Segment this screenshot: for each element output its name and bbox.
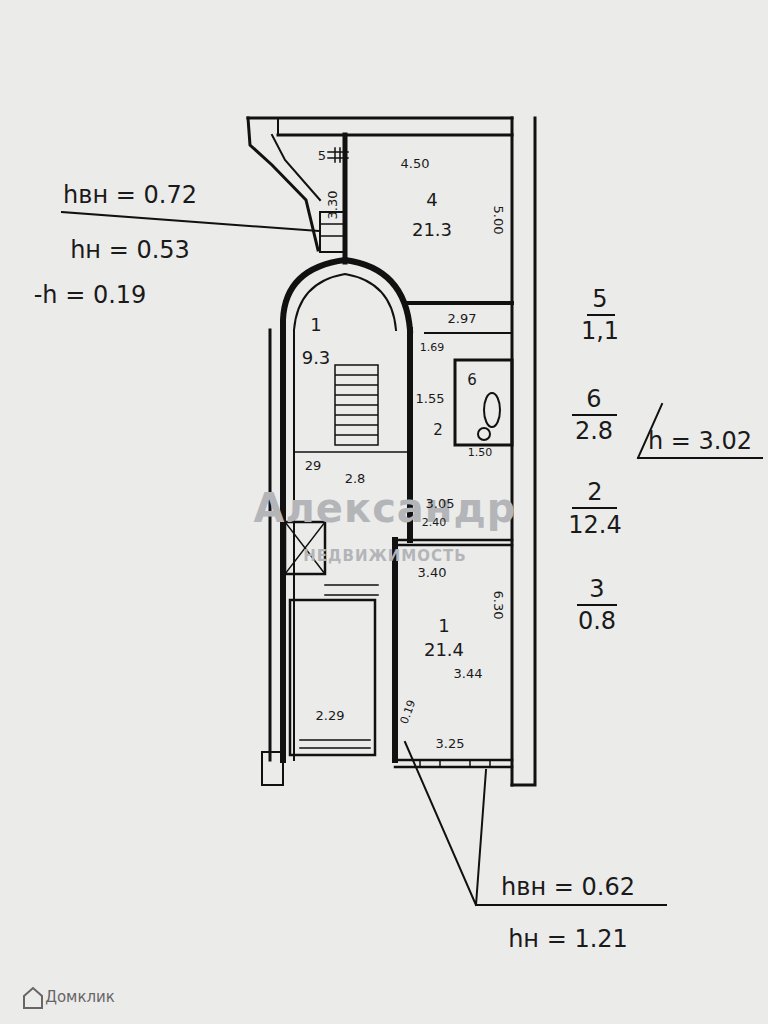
window — [420, 760, 490, 767]
wall — [272, 135, 320, 200]
bathroom-wall — [455, 360, 512, 445]
dimension: 3.44 — [454, 667, 483, 680]
dimension: 1.55 — [416, 392, 445, 405]
room-number: 1 — [438, 617, 449, 635]
fraction-line — [573, 507, 616, 509]
room-number: 2 — [433, 423, 443, 438]
wall — [248, 117, 512, 120]
dimension: 29 — [305, 459, 322, 472]
room: 421.3 — [350, 140, 510, 298]
annotation: -h = 0.19 — [34, 283, 147, 307]
wall — [512, 118, 535, 785]
stairs — [335, 365, 378, 445]
annotation: hн = 1.21 — [508, 927, 628, 951]
explication-area: 12.4 — [568, 513, 621, 537]
leader-line — [638, 404, 762, 458]
explication-area: 1,1 — [581, 319, 619, 343]
fraction-line — [588, 314, 614, 316]
dimension: 4.50 — [401, 157, 430, 170]
toilet — [478, 428, 490, 440]
room-area: 21.3 — [412, 221, 452, 239]
annotation: hвн = 0.72 — [63, 183, 197, 207]
room: 6 — [457, 362, 510, 442]
dimension: 3.30 — [326, 191, 339, 220]
vent-mark — [328, 148, 348, 162]
wall — [395, 540, 512, 545]
leader-line — [405, 742, 486, 905]
logo-icon — [24, 988, 42, 1008]
dimension: 1.69 — [420, 342, 445, 353]
fraction-line — [476, 904, 666, 906]
fraction-line — [578, 604, 616, 606]
room-number: 6 — [467, 373, 477, 388]
room: 19.3 — [298, 300, 394, 380]
explication-number: 5 — [592, 287, 607, 311]
dimension: 1.50 — [468, 447, 493, 458]
explication-area: 0.8 — [578, 609, 616, 633]
leader-line — [62, 212, 318, 231]
dimension: 3.25 — [436, 737, 465, 750]
room-area: 21.4 — [424, 641, 464, 659]
dimension: 5.00 — [492, 206, 505, 235]
stairs — [325, 585, 378, 595]
wall — [405, 301, 512, 305]
annotation: hн = 0.53 — [70, 238, 190, 262]
annotation: hвн = 0.62 — [501, 875, 635, 899]
wall — [262, 752, 283, 785]
explication-area: 2.8 — [575, 419, 613, 443]
window — [320, 224, 344, 236]
wall — [277, 118, 279, 135]
wall — [269, 330, 272, 760]
bathtub — [484, 393, 500, 427]
logo-text: Домклик — [45, 990, 115, 1005]
dimension: 2.97 — [448, 312, 477, 325]
watermark: Александр — [254, 488, 517, 528]
explication-number: 2 — [587, 480, 602, 504]
dimension: 2.40 — [422, 517, 447, 528]
wall — [294, 451, 410, 453]
fraction-line — [573, 414, 616, 416]
room: 2 — [412, 410, 454, 450]
dimension: 5 — [318, 149, 326, 162]
dimension: 3.05 — [426, 497, 455, 510]
dimension: 0.19 — [399, 699, 418, 726]
wall — [278, 134, 512, 137]
wall — [392, 540, 398, 760]
room-number: 1 — [310, 316, 321, 334]
annotation: h = 3.02 — [648, 429, 752, 453]
explication-number: 3 — [589, 577, 604, 601]
dimension: 6.30 — [492, 591, 505, 620]
dimension: 2.8 — [345, 472, 366, 485]
stairs — [300, 740, 370, 748]
watermark: НЕДВИЖИМОСТЬ — [303, 549, 466, 564]
explication-number: 6 — [586, 387, 601, 411]
wall — [425, 332, 512, 334]
wall — [290, 600, 375, 755]
room-area: 9.3 — [302, 349, 331, 367]
wall — [511, 118, 514, 785]
room-number: 4 — [426, 191, 437, 209]
dimension: 3.40 — [418, 566, 447, 579]
dimension: 2.29 — [316, 709, 345, 722]
